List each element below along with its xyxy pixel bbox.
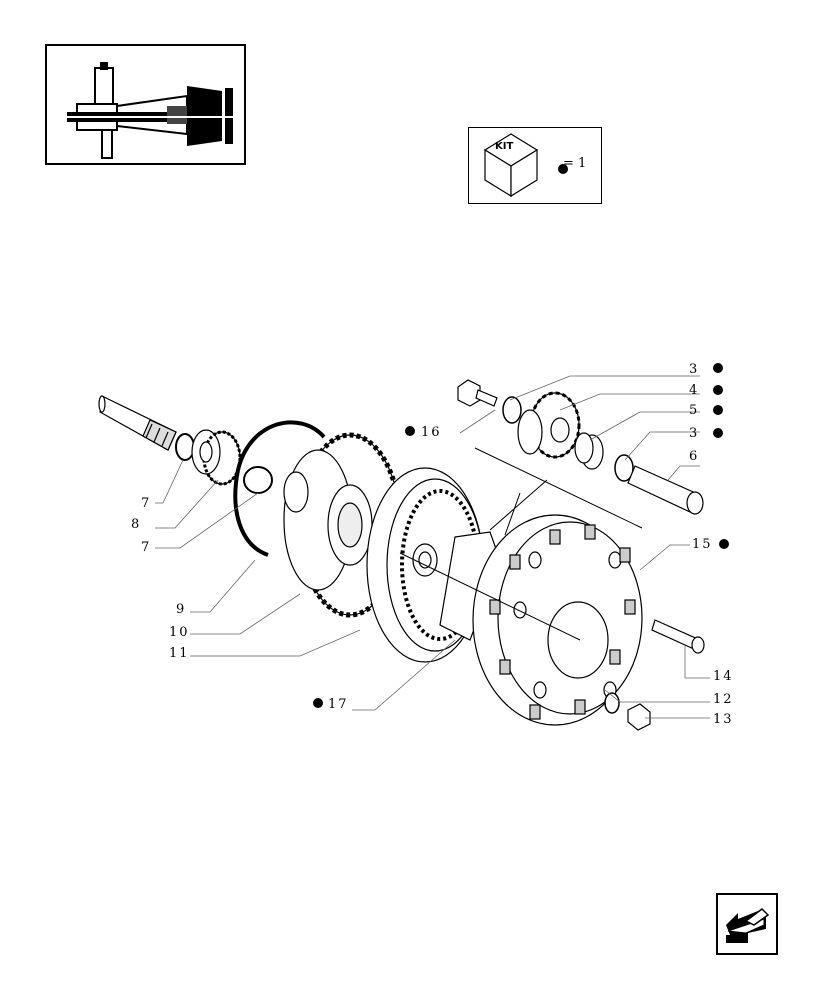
housing-cover-15	[472, 514, 643, 726]
callout-16: 16	[421, 425, 442, 440]
kit-cube-icon	[483, 133, 539, 198]
kit-markers	[313, 363, 729, 708]
retaining-ring-9	[233, 420, 326, 557]
pin-6	[627, 465, 704, 515]
assembly-guide-lines	[399, 447, 643, 641]
back-arrow-icon	[726, 908, 770, 943]
callout-15: 15	[692, 537, 713, 552]
callout-8: 8	[131, 517, 141, 532]
callout-6: 6	[689, 449, 699, 464]
kit-bullet	[558, 164, 568, 174]
callout-12: 12	[713, 692, 734, 707]
callout-7-second: 7	[141, 540, 151, 555]
leader-lines	[155, 375, 710, 719]
callout-11: 11	[169, 646, 190, 661]
axle-assembly-icon	[67, 62, 237, 159]
nut-13	[627, 703, 651, 731]
axle-assembly-thumbnail	[45, 44, 246, 165]
bolt-16	[457, 379, 498, 407]
callout-17: 17	[328, 697, 349, 712]
thrust-washer-3-upper	[502, 396, 522, 424]
splined-shaft	[98, 395, 177, 451]
callout-7-first: 7	[141, 496, 151, 511]
thrust-washer-3-lower	[614, 454, 634, 482]
snap-ring-7-right	[243, 466, 273, 494]
callout-5: 5	[689, 403, 699, 418]
kit-title: KIT	[495, 141, 514, 152]
snap-ring-7-left	[175, 433, 195, 461]
callout-14: 14	[713, 669, 734, 684]
kit-legend: KIT = 1	[468, 127, 602, 204]
callout-9: 9	[176, 602, 186, 617]
callout-3-lower: 3	[689, 426, 699, 441]
callout-13: 13	[713, 712, 734, 727]
callout-3-upper: 3	[689, 362, 699, 377]
kit-legend-text: = 1	[563, 156, 587, 171]
bolt-14	[651, 619, 705, 654]
callout-10: 10	[169, 625, 190, 640]
pinion-gear-4	[517, 391, 581, 459]
needle-bearing-5	[574, 432, 604, 470]
callout-4: 4	[689, 383, 699, 398]
back-navigation-button[interactable]	[716, 893, 778, 955]
side-gear-8	[191, 429, 242, 486]
